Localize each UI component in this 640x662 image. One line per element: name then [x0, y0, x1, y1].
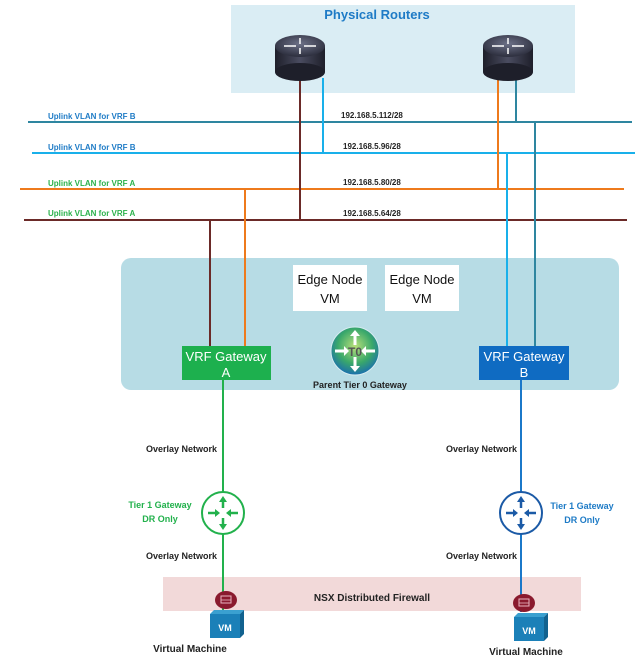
firewall-icon: [513, 594, 535, 612]
edge-node-label: VM: [320, 291, 340, 306]
overlay-network-label: Overlay Network: [446, 551, 518, 561]
parent-tier0-label: Parent Tier 0 Gateway: [313, 380, 407, 390]
tier1-label: Tier 1 Gateway: [128, 500, 191, 510]
tier0-icon-text: T0: [348, 345, 362, 359]
vlan-label: Uplink VLAN for VRF B: [48, 143, 136, 152]
vlan-label: Uplink VLAN for VRF A: [48, 209, 135, 218]
edge-node-vm-box: [293, 265, 367, 311]
subnet-label: 192.168.5.112/28: [341, 111, 403, 120]
vlan-label: Uplink VLAN for VRF A: [48, 179, 135, 188]
vrf-gateway-a: [182, 346, 271, 380]
physical-routers-title: Physical Routers: [324, 7, 430, 22]
vm-icon: VM: [210, 610, 244, 638]
vm-icon-text: VM: [522, 626, 536, 636]
vrf-gateway-b-label: VRF Gateway: [484, 349, 565, 364]
tier1-gateway-icon: [201, 491, 245, 535]
physical-router-icon: [483, 35, 533, 81]
overlay-network-label: Overlay Network: [146, 551, 218, 561]
subnet-label: 192.168.5.80/28: [343, 178, 401, 187]
vrf-gateway-b: [479, 346, 569, 380]
vrf-gateway-a-label: A: [222, 365, 231, 380]
edge-node-label: Edge Node: [297, 272, 362, 287]
tier1-label: DR Only: [142, 514, 178, 524]
vm-label: Virtual Machine: [489, 647, 563, 658]
tier1-label: DR Only: [564, 515, 600, 525]
tier1-gateway-icon: [499, 491, 543, 535]
vm-label: Virtual Machine: [153, 644, 227, 655]
overlay-network-label: Overlay Network: [146, 444, 218, 454]
subnet-label: 192.168.5.64/28: [343, 209, 401, 218]
vm-icon-text: VM: [218, 623, 232, 633]
tier0-gateway-icon: T0: [330, 326, 380, 376]
subnet-label: 192.168.5.96/28: [343, 142, 401, 151]
vlan-label: Uplink VLAN for VRF B: [48, 112, 136, 121]
edge-node-label: Edge Node: [389, 272, 454, 287]
vrf-gateway-a-label: VRF Gateway: [186, 349, 267, 364]
vrf-gateway-b-label: B: [520, 365, 529, 380]
physical-router-icon: [275, 35, 325, 81]
overlay-network-label: Overlay Network: [446, 444, 518, 454]
vm-icon: VM: [514, 613, 548, 641]
tier1-label: Tier 1 Gateway: [550, 501, 613, 511]
firewall-label: NSX Distributed Firewall: [314, 593, 430, 604]
edge-node-label: VM: [412, 291, 432, 306]
edge-node-vm-box: [385, 265, 459, 311]
firewall-icon: [215, 591, 237, 609]
